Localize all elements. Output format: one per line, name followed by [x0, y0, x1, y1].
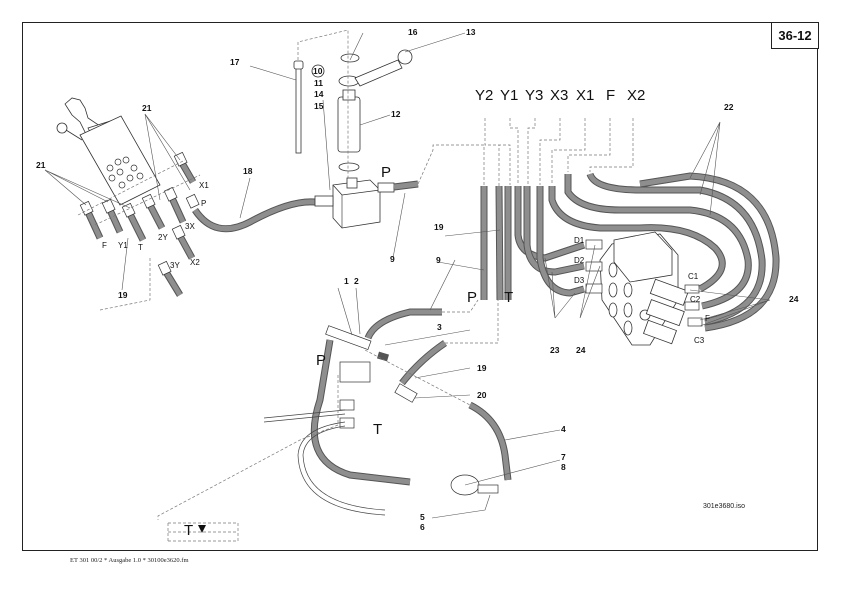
- callout-5: 5: [420, 512, 425, 522]
- port-label-d2: D2: [574, 256, 585, 265]
- callout-14: 14: [314, 89, 324, 99]
- callout-12: 12: [391, 109, 401, 119]
- callout-8: 8: [561, 462, 566, 472]
- drawing-frame: [22, 22, 818, 551]
- label-tank: T: [184, 522, 193, 539]
- callout-19-joystick: 19: [118, 290, 128, 300]
- label-t-return: T: [373, 421, 382, 438]
- joystick-port-t: T: [138, 243, 143, 252]
- callout-17: 17: [230, 57, 240, 67]
- callout-7: 7: [561, 452, 566, 462]
- callout-16: 16: [408, 27, 418, 37]
- callout-4: 4: [561, 424, 566, 434]
- callout-1: 1: [344, 276, 349, 286]
- callout-9-lower: 9: [436, 255, 441, 265]
- joystick-hose-stubs: [77, 151, 201, 311]
- joystick-port-3x: 3X: [185, 222, 195, 231]
- callout-19-lower: 19: [477, 363, 487, 373]
- joystick-port-labels: X1 P 3X 2Y X2 3Y F Y1 T: [102, 181, 209, 270]
- page-number: 36-12: [771, 22, 819, 49]
- leader-lines: [44, 32, 771, 519]
- label-p-block: P: [381, 164, 391, 181]
- valve-port-labels: Y2 Y1 Y3 X3 X1 F X2 D1 D2 D3 C1 C2 F C3: [475, 87, 710, 345]
- callout-20: 20: [477, 390, 487, 400]
- block-assembly: [293, 29, 419, 229]
- valve-hoses: [417, 118, 780, 332]
- callout-21-upper: 21: [142, 103, 152, 113]
- label-t-feed: T: [504, 289, 513, 306]
- port-label-f: F: [606, 87, 615, 104]
- callout-19-valve: 19: [434, 222, 444, 232]
- callout-6: 6: [420, 522, 425, 532]
- joystick-port-x2: X2: [190, 258, 200, 267]
- port-label-y1: Y1: [500, 87, 518, 104]
- callout-3: 3: [437, 322, 442, 332]
- callout-23: 23: [550, 345, 560, 355]
- page-footer: ET 301 00/2 * Ausgabe 1.0 * 30100e3620.f…: [70, 557, 189, 564]
- drawing-reference: 301e3680.iso: [703, 503, 746, 510]
- callout-9-upper: 9: [390, 254, 395, 264]
- callout-24-right: 24: [789, 294, 799, 304]
- callout-11: 11: [314, 78, 323, 88]
- callout-labels: 1 2 3 4 5 6 7 8 9 9 10 11 12 13 14 15 16…: [36, 27, 799, 532]
- joystick-control-unit: [56, 97, 161, 206]
- callout-10-circle: [311, 64, 325, 78]
- control-valve-block: [585, 231, 703, 346]
- port-label-d3: D3: [574, 276, 585, 285]
- port-label-c2: C2: [690, 295, 701, 304]
- label-p-manifold: P: [316, 352, 326, 369]
- line-labels: P P T P T T: [184, 164, 513, 539]
- port-label-x3: X3: [550, 87, 568, 104]
- port-label-y2: Y2: [475, 87, 493, 104]
- label-p-feed: P: [467, 289, 477, 306]
- callout-10: 10: [313, 66, 323, 76]
- joystick-port-f: F: [102, 241, 107, 250]
- joystick-port-3y: 3Y: [170, 261, 180, 270]
- callout-15: 15: [314, 101, 324, 111]
- callout-2: 2: [354, 276, 359, 286]
- port-label-c1: C1: [688, 272, 699, 281]
- joystick-port-2y: 2Y: [158, 233, 168, 242]
- callout-18: 18: [243, 166, 253, 176]
- port-label-f-valve: F: [705, 314, 710, 323]
- joystick-port-x1: X1: [199, 181, 209, 190]
- port-label-c3: C3: [694, 336, 705, 345]
- callout-24-left: 24: [576, 345, 586, 355]
- joystick-port-y1: Y1: [118, 241, 128, 250]
- port-label-d1: D1: [574, 236, 585, 245]
- callout-13: 13: [466, 27, 476, 37]
- port-label-y3: Y3: [525, 87, 543, 104]
- callout-22: 22: [724, 102, 734, 112]
- joystick-port-p: P: [201, 199, 206, 208]
- port-label-x2: X2: [627, 87, 645, 104]
- callout-21-left: 21: [36, 160, 46, 170]
- lower-manifold-assembly: [157, 299, 512, 542]
- port-label-x1: X1: [576, 87, 594, 104]
